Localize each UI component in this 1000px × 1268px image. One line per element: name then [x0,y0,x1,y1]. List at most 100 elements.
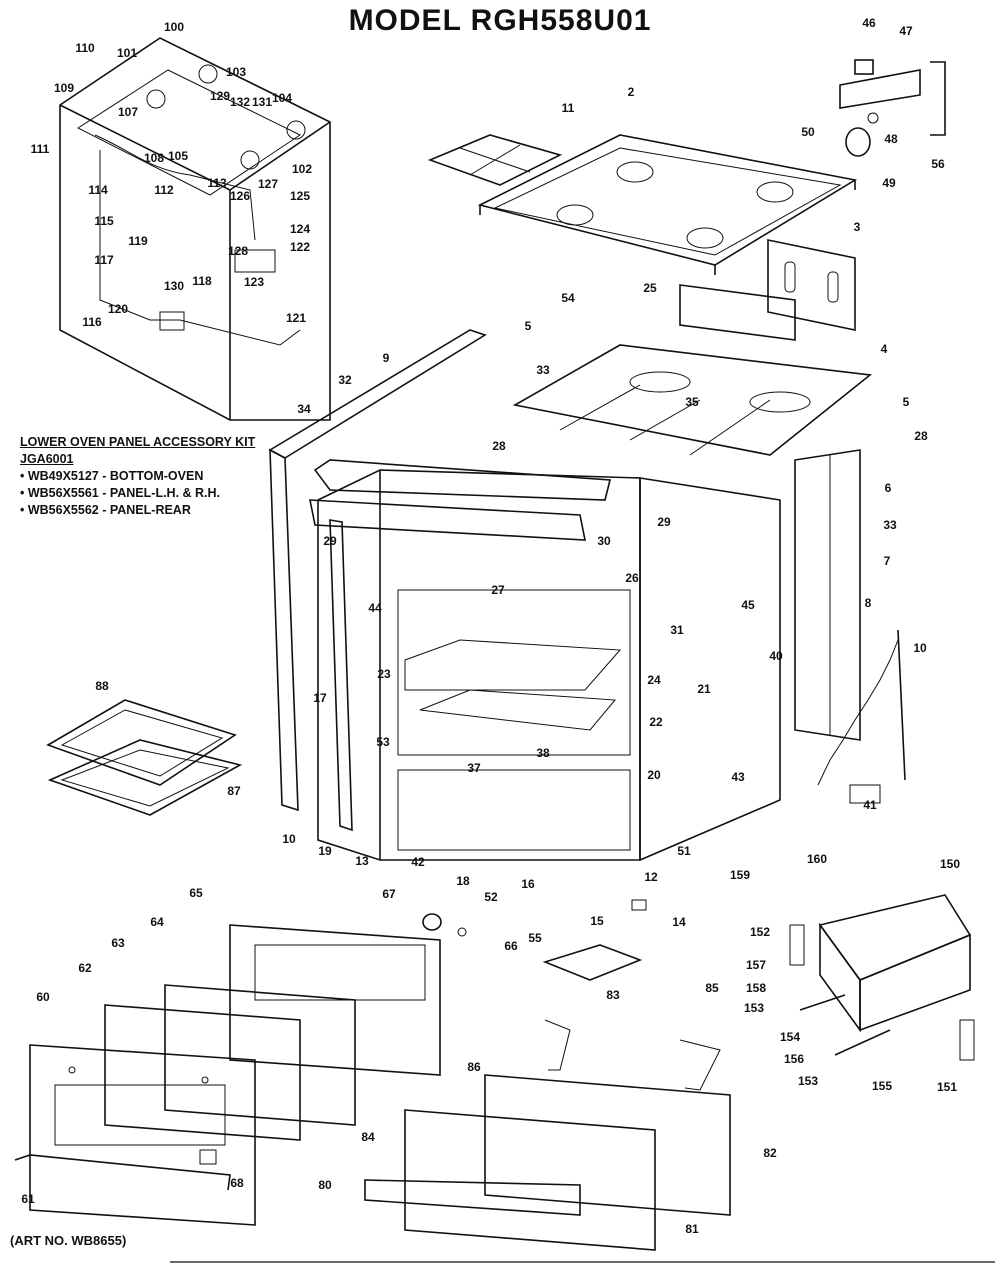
part-callout-150: 150 [940,857,960,871]
part-callout-88: 88 [95,679,109,693]
part-callout-10: 10 [282,832,296,846]
part-callout-37: 37 [467,761,481,775]
part-callout-114: 114 [88,183,108,197]
part-callout-68: 68 [230,1176,244,1190]
part-callout-24: 24 [647,673,661,687]
part-callout-127: 127 [258,177,278,191]
part-callout-7: 7 [884,554,891,568]
part-callout-119: 119 [128,234,148,248]
part-callout-123: 123 [244,275,264,289]
part-callout-122: 122 [290,240,310,254]
part-callout-81: 81 [685,1222,699,1236]
part-callout-82: 82 [763,1146,777,1160]
part-callout-120: 120 [108,302,128,316]
diagram-title: MODEL RGH558U01 [348,4,652,37]
part-callout-28: 28 [914,429,928,443]
part-callout-154: 154 [780,1030,800,1044]
part-callout-40: 40 [769,649,783,663]
part-callout-52: 52 [484,890,498,904]
part-callout-130: 130 [164,279,184,293]
part-callout-153: 153 [798,1074,818,1088]
part-callout-118: 118 [192,274,212,288]
part-callout-14: 14 [672,915,686,929]
part-callout-33: 33 [883,518,897,532]
part-callout-129: 129 [210,89,230,103]
side-panels [268,329,487,832]
part-callout-108: 108 [144,151,164,165]
part-callout-48: 48 [884,132,898,146]
part-callout-110: 110 [75,41,95,55]
part-callout-27: 27 [491,583,505,597]
part-callout-86: 86 [467,1060,481,1074]
part-callout-18: 18 [456,874,470,888]
part-callout-156: 156 [784,1052,804,1066]
part-callout-131: 131 [252,95,272,109]
part-callout-23: 23 [377,667,391,681]
part-callout-66: 66 [504,939,518,953]
part-callout-85: 85 [705,981,719,995]
part-callout-60: 60 [36,990,50,1004]
part-callout-17: 17 [313,691,327,705]
part-callout-104: 104 [272,91,292,105]
part-callout-42: 42 [411,855,425,869]
part-callout-50: 50 [801,125,815,139]
part-callout-29: 29 [323,534,337,548]
part-callout-112: 112 [154,183,174,197]
part-callout-83: 83 [606,988,620,1002]
part-callout-128: 128 [228,244,248,258]
oven-body [309,459,781,862]
part-callout-28: 28 [492,439,506,453]
part-callout-151: 151 [937,1080,957,1094]
part-callout-159: 159 [730,868,750,882]
part-callout-21: 21 [697,682,711,696]
part-callout-9: 9 [383,351,390,365]
part-callout-43: 43 [731,770,745,784]
art-number: (ART NO. WB8655) [10,1233,127,1248]
part-callout-19: 19 [318,844,332,858]
accessory-kit-note: LOWER OVEN PANEL ACCESSORY KIT JGA6001 •… [20,434,255,519]
part-callout-105: 105 [168,149,188,163]
cooktop [477,134,858,275]
part-callout-63: 63 [111,936,125,950]
part-callout-41: 41 [863,798,877,812]
part-callout-46: 46 [862,16,876,30]
part-callout-117: 117 [94,253,114,267]
drawer-slide-assembly [789,894,975,1061]
part-callout-126: 126 [230,189,250,203]
part-callout-160: 160 [807,852,827,866]
part-callout-5: 5 [525,319,532,333]
part-callout-64: 64 [150,915,164,929]
part-callout-30: 30 [597,534,611,548]
kit-item: • WB56X5561 - PANEL-L.H. & R.H. [20,486,221,500]
part-callout-132: 132 [230,95,250,109]
part-callout-33: 33 [536,363,550,377]
part-callout-152: 152 [750,925,770,939]
small-parts [422,784,881,1091]
part-callout-3: 3 [854,220,861,234]
part-callout-51: 51 [677,844,691,858]
storage-drawer [364,1074,731,1251]
part-callout-56: 56 [931,157,945,171]
part-callout-121: 121 [286,311,306,325]
part-callout-6: 6 [885,481,892,495]
part-callout-65: 65 [189,886,203,900]
part-callout-109: 109 [54,81,74,95]
part-callout-55: 55 [528,931,542,945]
part-callout-155: 155 [872,1079,892,1093]
part-callout-20: 20 [647,768,661,782]
part-callout-38: 38 [536,746,550,760]
part-callout-62: 62 [78,961,92,975]
part-callout-101: 101 [117,46,137,60]
broiler-pan [46,699,243,816]
part-callout-84: 84 [361,1130,375,1144]
part-callout-12: 12 [644,870,658,884]
part-callout-116: 116 [82,315,102,329]
part-callout-2: 2 [628,85,635,99]
part-callout-102: 102 [292,162,312,176]
part-callout-29: 29 [657,515,671,529]
part-callout-35: 35 [685,395,699,409]
oven-top-pan [512,344,872,456]
part-callout-31: 31 [670,623,684,637]
control-bracket [839,59,946,157]
